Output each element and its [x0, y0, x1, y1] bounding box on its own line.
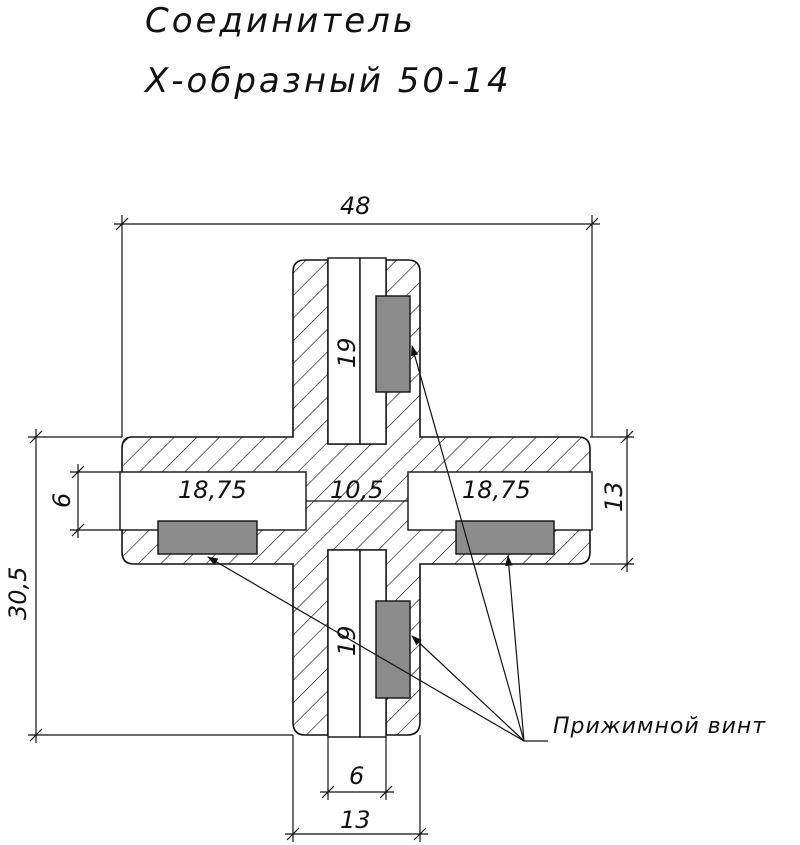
svg-text:6: 6 [48, 493, 76, 508]
dim-overall-height: 30,5 [4, 429, 293, 743]
dim-overall-width: 48 [114, 192, 600, 437]
svg-text:13: 13 [340, 806, 371, 834]
bottom-slot-a [327, 549, 361, 738]
dim-bottom-arm: 13 [285, 735, 428, 842]
title-line-2: Х-образный 50-14 [143, 61, 512, 101]
label-top-slot: 19 [333, 337, 361, 368]
callout-label: Прижимной винт [553, 714, 766, 739]
dim-arm-height: 13 [590, 429, 634, 572]
label-center: 10,5 [330, 476, 383, 504]
screw-top [375, 295, 411, 393]
label-bottom-slot: 19 [333, 625, 361, 656]
screw-bottom [375, 600, 411, 699]
screw-left [157, 520, 258, 555]
title-line-1: Соединитель [145, 1, 416, 41]
svg-text:48: 48 [340, 192, 371, 220]
top-slot-a [327, 257, 361, 445]
svg-text:6: 6 [349, 762, 364, 790]
connector-body [119, 257, 593, 738]
label-right-slot: 18,75 [462, 476, 531, 504]
label-left-slot: 18,75 [178, 476, 247, 504]
screw-right [455, 520, 555, 555]
dim-bottom-slot: 6 [320, 737, 394, 800]
dim-slot-width: 6 [48, 464, 122, 538]
callout-leaders [207, 344, 548, 742]
svg-text:30,5: 30,5 [4, 567, 32, 620]
svg-text:13: 13 [600, 481, 628, 512]
